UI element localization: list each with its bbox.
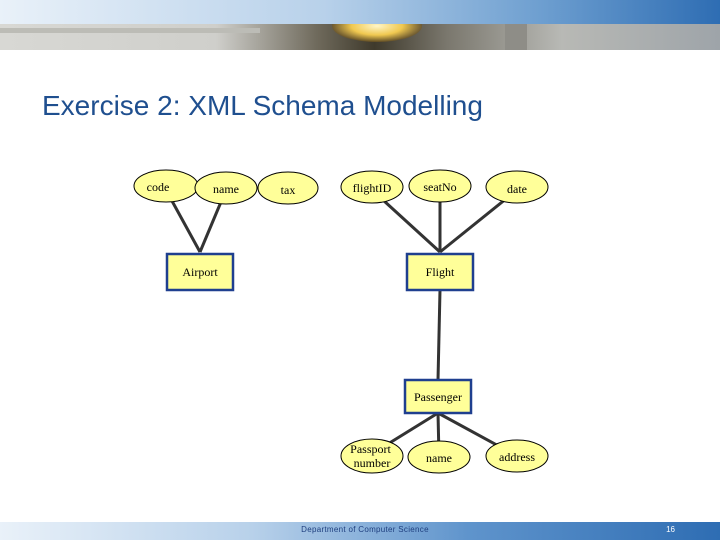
attribute-code: code bbox=[133, 169, 199, 203]
attribute-date-label: date bbox=[507, 182, 527, 196]
header-photo bbox=[0, 24, 720, 50]
entity-flight-label: Flight bbox=[426, 265, 455, 279]
attribute-seatno: seatNo bbox=[408, 169, 472, 203]
attribute-seatno-label: seatNo bbox=[423, 180, 456, 194]
edge-flight-passenger bbox=[436, 289, 442, 381]
attribute-address: address bbox=[485, 439, 549, 473]
entity-airport-label: Airport bbox=[182, 265, 218, 279]
attribute-flightid: flightID bbox=[340, 170, 404, 204]
attribute-code-label: code bbox=[147, 180, 170, 194]
attribute-passport-line-2: number bbox=[354, 456, 391, 470]
entity-airport: Airport bbox=[165, 252, 235, 292]
attribute-passport-number-label: Passport number bbox=[350, 442, 394, 470]
attribute-airport-name-label: name bbox=[213, 182, 239, 196]
attribute-tax: tax bbox=[257, 171, 319, 205]
photo-post bbox=[505, 24, 527, 50]
attribute-passport-line-1: Passport bbox=[350, 442, 391, 456]
entity-passenger-label: Passenger bbox=[414, 390, 462, 404]
attribute-date: date bbox=[485, 170, 549, 204]
page-number: 16 bbox=[666, 525, 675, 534]
footer-department: Department of Computer Science bbox=[301, 525, 429, 534]
entity-flight: Flight bbox=[405, 252, 475, 292]
photo-beam bbox=[0, 28, 260, 33]
header-gradient-bar bbox=[0, 0, 720, 24]
connector-lines bbox=[164, 188, 518, 458]
entity-passenger: Passenger bbox=[403, 378, 473, 415]
attribute-passenger-name-label: name bbox=[426, 451, 452, 465]
attribute-address-label: address bbox=[499, 450, 535, 464]
footer-bar: Department of Computer Science 16 bbox=[0, 522, 720, 540]
attribute-airport-name: name bbox=[194, 171, 258, 205]
attribute-passenger-name: name bbox=[407, 440, 471, 474]
attribute-passport-number: Passport number bbox=[340, 438, 404, 474]
slide-title: Exercise 2: XML Schema Modelling bbox=[42, 90, 483, 121]
attribute-tax-label: tax bbox=[281, 183, 296, 197]
attribute-flightid-label: flightID bbox=[353, 181, 392, 195]
photo-lamp bbox=[332, 24, 422, 42]
